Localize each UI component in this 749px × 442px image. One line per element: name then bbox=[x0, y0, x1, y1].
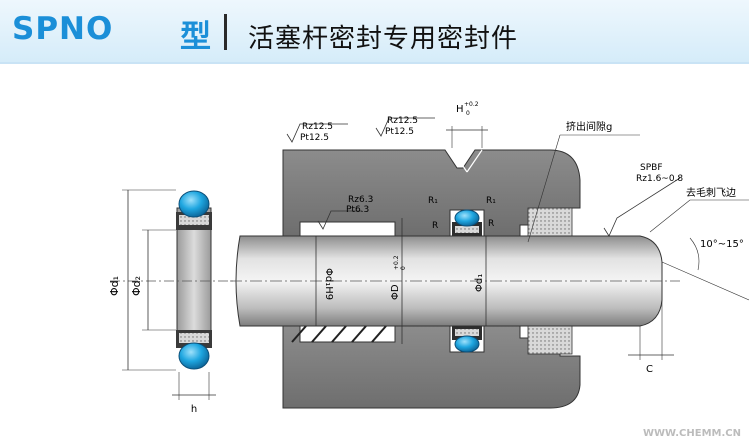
seal-lower-dots bbox=[455, 329, 479, 336]
roughness-housing-2: Pt12.5 bbox=[300, 133, 329, 143]
header-separator bbox=[224, 14, 227, 50]
roughness-housing-1: Rz12.5 bbox=[302, 122, 333, 132]
label-radius-2: R₁ bbox=[486, 196, 496, 206]
label-groove-dia-tol: +0.2 bbox=[393, 255, 400, 270]
roughness-rod-2: Rz1.6~0.8 bbox=[636, 174, 683, 184]
label-chamfer-angle: 10°~15° bbox=[700, 239, 744, 250]
leader-deburr bbox=[649, 199, 691, 233]
ring-bottom-seal bbox=[178, 342, 210, 370]
label-radius-4: R bbox=[488, 219, 494, 229]
ring-section: Φd₁ Φd₂ h bbox=[108, 189, 235, 415]
label-extrusion-gap: 挤出间隙g bbox=[566, 120, 612, 133]
brand-suffix: 型 bbox=[180, 19, 211, 55]
label-groove-dia-tol2: 0 bbox=[400, 266, 407, 270]
label-groove-tol2: 0 bbox=[466, 110, 470, 117]
roughness-groove-symbol bbox=[375, 117, 435, 137]
leader-extrusion-gap bbox=[527, 134, 561, 243]
guide-ring-upper bbox=[527, 207, 573, 237]
seal-lower-oring bbox=[454, 335, 480, 353]
roughness-groove-2: Pt12.5 bbox=[385, 127, 414, 137]
label-groove-tol: +0.2 bbox=[464, 101, 479, 108]
label-d2: Φd₂ bbox=[130, 276, 143, 296]
roughness-groove-1: Rz12.5 bbox=[387, 116, 418, 126]
page-title: 活塞杆密封专用密封件 bbox=[248, 24, 519, 54]
groove-v-right bbox=[466, 149, 483, 173]
roughness-bore-2: Pt6.3 bbox=[346, 205, 369, 215]
seal-upper-dots bbox=[455, 226, 479, 233]
housing-hatch bbox=[291, 325, 387, 343]
label-rod-dia: Φd₁ bbox=[474, 274, 485, 292]
label-groove-dia: ΦD bbox=[390, 284, 401, 300]
guide-ring-lower bbox=[527, 325, 573, 355]
label-bore-dim: Φd₁H9 bbox=[323, 268, 334, 300]
roughness-bore-symbol bbox=[317, 210, 362, 230]
ring-top-seal bbox=[178, 190, 210, 218]
roughness-rod-1: SPBF bbox=[640, 163, 663, 173]
label-d1: Φd₁ bbox=[108, 276, 121, 296]
chamfer-line bbox=[661, 261, 749, 301]
label-deburr: 去毛刺飞边 bbox=[686, 187, 736, 199]
watermark: WWW.CHEMM.CN bbox=[642, 428, 741, 439]
seal-upper-oring bbox=[454, 209, 480, 227]
roughness-housing-symbol bbox=[286, 123, 348, 143]
assembly-section: Φd₁H9 ΦD +0.2 0 Φd₁ H +0.2 0 Rz12.5 Pt12… bbox=[230, 101, 749, 409]
label-chamfer-len: C bbox=[646, 364, 653, 375]
ring-top-dots bbox=[179, 215, 209, 225]
label-h: h bbox=[191, 404, 197, 415]
ring-bottom-dots bbox=[179, 333, 209, 343]
roughness-rod-symbol bbox=[603, 177, 681, 237]
piston-rod bbox=[235, 235, 663, 327]
label-radius-1: R₁ bbox=[428, 196, 438, 206]
header-banner: SPNO 型 活塞杆密封专用密封件 bbox=[0, 0, 749, 64]
label-radius-3: R bbox=[432, 221, 438, 231]
chamfer-arc bbox=[689, 237, 700, 271]
label-groove-width: H bbox=[456, 104, 464, 115]
brand-model: SPNO bbox=[12, 11, 114, 47]
groove-v-left bbox=[451, 149, 468, 173]
roughness-bore-1: Rz6.3 bbox=[348, 195, 373, 205]
